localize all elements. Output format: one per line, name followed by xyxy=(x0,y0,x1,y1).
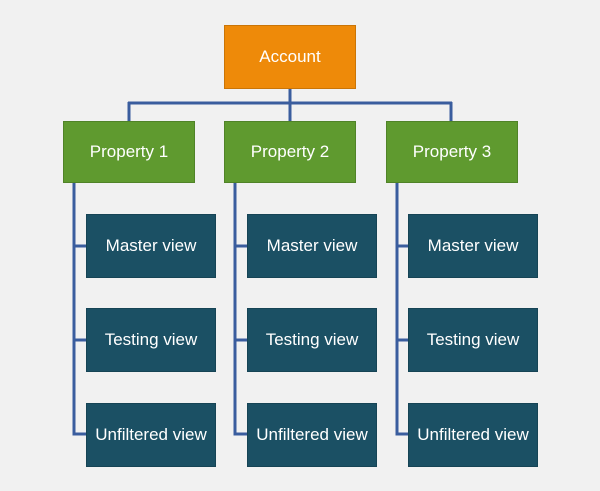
property-3-node: Property 3 xyxy=(386,121,518,183)
property-2-unfiltered-view: Unfiltered view xyxy=(247,403,377,467)
property-2-testing-view: Testing view xyxy=(247,308,377,372)
account-label: Account xyxy=(259,47,321,66)
property-1-master-view: Master view xyxy=(86,214,216,278)
property-3-unfiltered-view: Unfiltered view xyxy=(408,403,538,467)
property-3-master-view: Master view xyxy=(408,214,538,278)
connector-property-1-spine xyxy=(72,183,86,436)
property-3-label: Property 3 xyxy=(412,142,492,161)
property-1-node: Property 1 xyxy=(63,121,195,183)
property-2-label: Property 2 xyxy=(250,142,330,161)
property-2-node: Property 2 xyxy=(224,121,356,183)
property-3-testing-view: Testing view xyxy=(408,308,538,372)
property-1-label: Property 1 xyxy=(89,142,169,161)
property-1-unfiltered-view: Unfiltered view xyxy=(86,403,216,467)
connector-property-3-spine xyxy=(395,183,409,436)
property-2-master-view: Master view xyxy=(247,214,377,278)
property-1-testing-view: Testing view xyxy=(86,308,216,372)
account-node: Account xyxy=(224,25,356,89)
connector-property-2-spine xyxy=(233,183,247,436)
